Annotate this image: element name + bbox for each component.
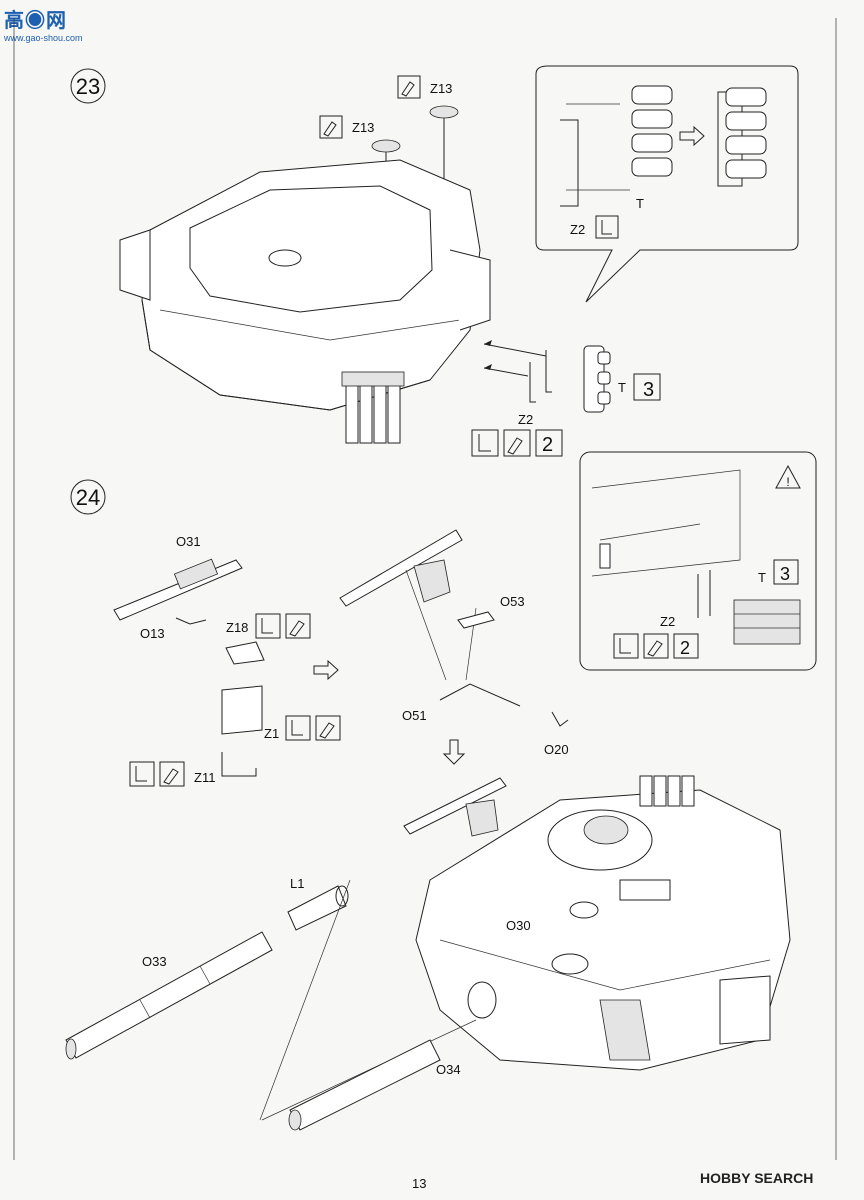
hobby-search-logo: HOBBY SEARCH [700, 1170, 814, 1186]
part-o20 [551, 711, 569, 727]
glue-icon [613, 633, 639, 659]
warning-mark: ! [786, 475, 789, 489]
step-23: 23 Z13 Z13 [70, 65, 799, 457]
label-l1: L1 [290, 876, 304, 891]
label-o53: O53 [500, 594, 525, 609]
label-t-inset: T [758, 570, 766, 585]
part-t-tracks [583, 345, 611, 413]
glue-icon [129, 761, 155, 787]
cement-icon [315, 715, 341, 741]
mg-mount-assembly [339, 529, 521, 707]
count-t: 3 [643, 379, 654, 401]
label-z1: Z1 [264, 726, 279, 741]
part-z2-bracket [545, 350, 552, 393]
turret-drawing [119, 159, 491, 444]
track-link-detail [631, 85, 673, 177]
glue-icon [255, 613, 281, 639]
glue-icon [285, 715, 311, 741]
label-o51: O51 [402, 708, 427, 723]
cement-icon [285, 613, 311, 639]
label-z13-right: Z13 [430, 81, 452, 96]
count-t-inset: 3 [780, 564, 790, 584]
cement-icon [397, 75, 421, 99]
label-o34: O34 [436, 1062, 461, 1077]
count-box [633, 373, 661, 401]
part-z18 [225, 641, 265, 665]
warning-icon [775, 464, 801, 489]
part-z13-disc [429, 105, 459, 119]
inset-detail-box: ! T 3 Z2 2 [579, 451, 817, 671]
cement-icon [643, 633, 669, 659]
smoke-launchers [341, 371, 405, 444]
watermark-url: www.gao-shou.com [4, 33, 83, 43]
label-z2-inset: Z2 [660, 614, 675, 629]
label-t: T [618, 380, 626, 395]
step-23-number: 23 [76, 74, 100, 99]
label-z13-left: Z13 [352, 120, 374, 135]
glue-icon [595, 215, 619, 239]
part-z11 [221, 752, 257, 777]
arrow-icon [679, 125, 705, 147]
part-o34-barrel [288, 981, 497, 1131]
count-box [535, 429, 563, 457]
part-mount [221, 685, 263, 735]
turret-assembled [403, 775, 791, 1071]
label-t-detail: T [636, 196, 644, 211]
count-z2: 2 [542, 434, 553, 456]
label-z2-detail: Z2 [570, 222, 585, 237]
smoke-launchers [639, 775, 695, 807]
cement-icon [319, 115, 343, 139]
step-24: 24 O31 O13 Z18 Z1 Z11 O53 O51 [65, 451, 817, 1131]
step-23-circle [70, 68, 106, 104]
part-l1-sleeve [287, 885, 349, 931]
label-o13: O13 [140, 626, 165, 641]
count-z2-inset: 2 [680, 638, 690, 658]
part-o53 [457, 611, 495, 629]
watermark: 高◉网 www.gao-shou.com [4, 4, 83, 43]
watermark-logo: 高◉网 [4, 10, 67, 32]
part-o33-barrel [65, 931, 273, 1060]
label-o20: O20 [544, 742, 569, 757]
arrow-icon [313, 659, 339, 681]
label-z18: Z18 [226, 620, 248, 635]
label-o33: O33 [142, 954, 167, 969]
label-o30: O30 [506, 918, 531, 933]
step-24-number: 24 [76, 485, 100, 510]
detail-callout: T Z2 [535, 65, 799, 303]
track-links [733, 599, 801, 645]
cement-icon [503, 429, 531, 457]
track-link-assembled [717, 87, 767, 187]
part-z13-disc [371, 139, 401, 153]
part-z2-bracket [529, 362, 536, 403]
step-24-circle [70, 479, 106, 515]
page-number: 13 [412, 1176, 427, 1191]
arrow-down-icon [442, 739, 466, 765]
label-o31: O31 [176, 534, 201, 549]
cement-icon [159, 761, 185, 787]
part-o13 [175, 617, 207, 625]
part-o31-mg [113, 558, 243, 621]
glue-icon [471, 429, 499, 457]
label-z2: Z2 [518, 412, 533, 427]
label-z11: Z11 [194, 770, 215, 785]
